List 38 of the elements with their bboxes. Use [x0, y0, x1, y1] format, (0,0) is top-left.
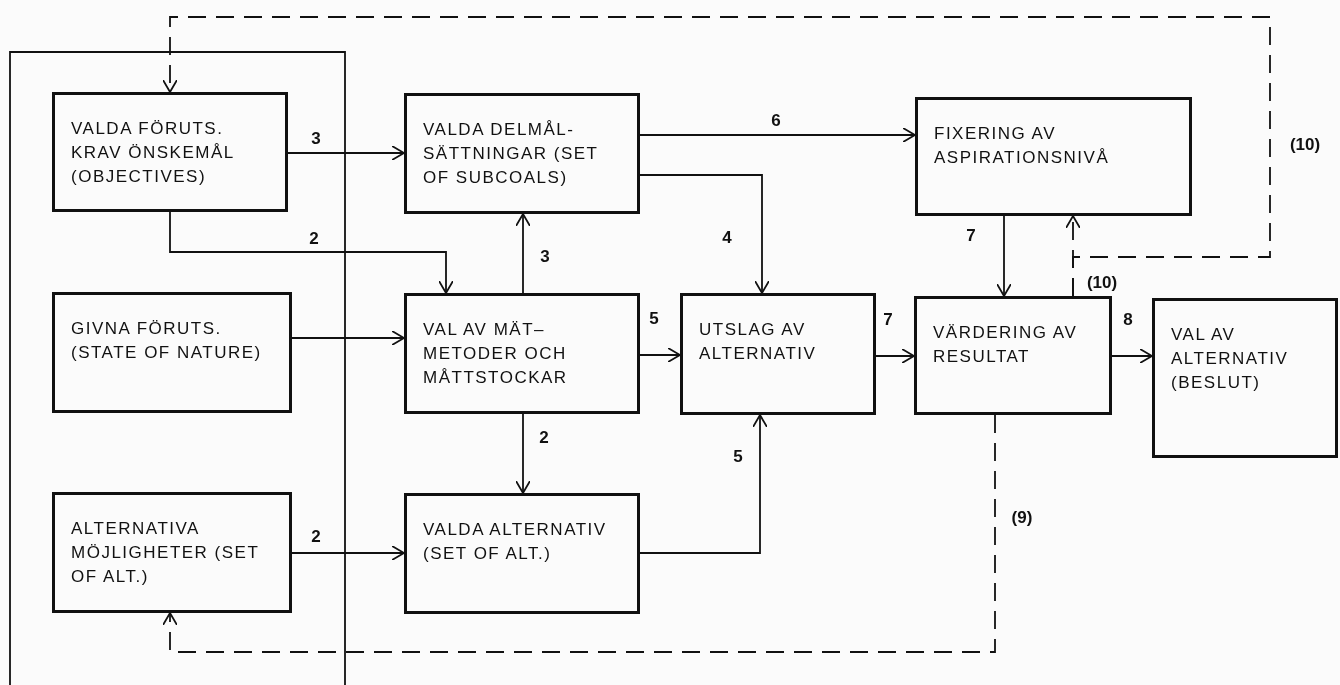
process-box [1152, 298, 1338, 458]
box-text: UTSLAG AV ALTERNATIV [699, 319, 818, 365]
arrow [169, 211, 454, 294]
box-text: FIXERING AV ASPIRATIONSNIVÅ [934, 123, 1111, 169]
arrow [291, 330, 405, 346]
box-text: VALDA DELMÅL- SÄTTNINGAR (SET OF SUBCOALS) [423, 119, 600, 189]
box-text: ALTERNATIVA MÖJLIGHETER (SET OF ALT.) [71, 518, 261, 588]
box-text: VAL AV ALTERNATIV (BESLUT) [1171, 324, 1290, 394]
box-text: VÄRDERING AV RESULTAT [933, 322, 1079, 368]
arrow [639, 127, 916, 143]
dashed-arrow [162, 16, 1271, 297]
dashed-arrow [162, 414, 996, 653]
arrow [515, 413, 531, 494]
process-box [680, 293, 876, 415]
process-box [914, 296, 1112, 415]
arrow [996, 215, 1012, 297]
process-box [404, 93, 640, 214]
box-text: VAL AV MÄT– METODER OCH MÅTTSTOCKAR [423, 319, 569, 389]
box-text: VALDA ALTERNATIV (SET OF ALT.) [423, 519, 608, 565]
arrow [639, 174, 770, 294]
edge-label: (10) [1287, 135, 1323, 155]
process-box [52, 92, 288, 212]
arrow [875, 348, 915, 364]
box-text: VALDA FÖRUTS. KRAV ÖNSKEMÅL (OBJECTIVES) [71, 118, 236, 188]
process-box [404, 293, 640, 414]
process-box [404, 493, 640, 614]
arrow [639, 347, 681, 363]
arrow [291, 545, 405, 561]
process-box [52, 492, 292, 613]
edge-label: (9) [1009, 508, 1035, 528]
arrow [639, 414, 768, 554]
arrow [1111, 348, 1153, 364]
arrow [515, 213, 531, 294]
process-box [915, 97, 1192, 216]
box-text: GIVNA FÖRUTS. (STATE OF NATURE) [71, 318, 263, 364]
edge-label: (10) [1084, 273, 1120, 293]
arrow [287, 145, 405, 161]
process-box [52, 292, 292, 413]
